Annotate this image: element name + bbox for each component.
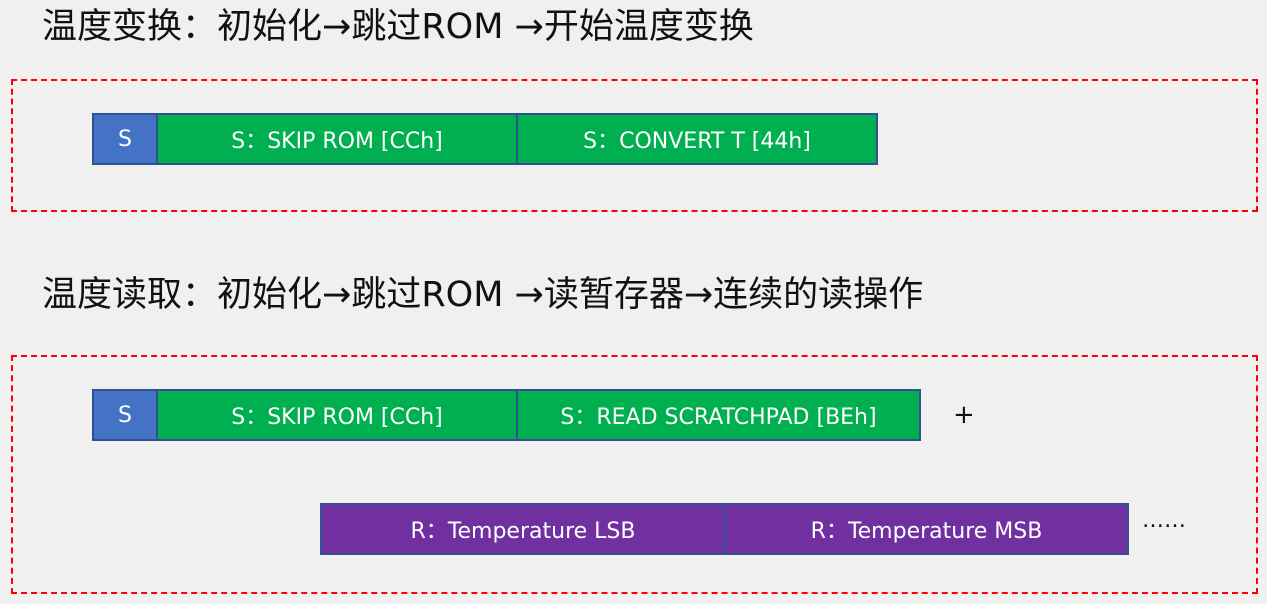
read-scratchpad-cell: S：READ SCRATCHPAD [BEh] <box>516 389 921 441</box>
start-cell: S <box>92 113 158 165</box>
ellipsis: …… <box>1142 508 1186 533</box>
read-title: 温度读取：初始化→跳过ROM →读暂存器→连续的读操作 <box>42 275 924 315</box>
temperature-lsb-cell: R：Temperature LSB <box>320 503 726 555</box>
plus-sign: + <box>953 400 975 430</box>
convert-t-cell: S：CONVERT T [44h] <box>516 113 878 165</box>
conversion-sequence-box <box>11 79 1258 212</box>
read-sequence-box <box>11 355 1258 594</box>
start-cell: S <box>92 389 158 441</box>
skip-rom-cell: S：SKIP ROM [CCh] <box>156 113 518 165</box>
temperature-msb-cell: R：Temperature MSB <box>724 503 1129 555</box>
skip-rom-cell: S：SKIP ROM [CCh] <box>156 389 518 441</box>
conversion-title: 温度变换：初始化→跳过ROM →开始温度变换 <box>42 7 754 47</box>
